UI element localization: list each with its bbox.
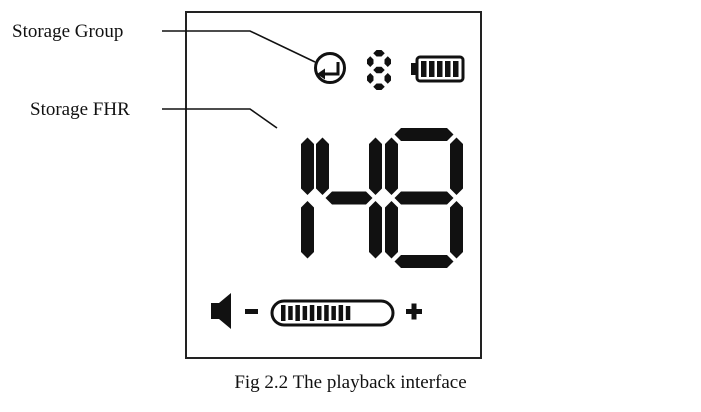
seven-segment-digit xyxy=(367,50,391,90)
segment-c xyxy=(369,201,382,259)
storage-group-leader xyxy=(162,30,316,63)
volume-bar xyxy=(288,306,293,320)
figure-caption: Fig 2.2 The playback interface xyxy=(234,372,467,393)
segment-a xyxy=(373,50,385,57)
seven-segment-digit xyxy=(316,137,382,259)
speaker-icon xyxy=(211,293,231,329)
segment-f xyxy=(316,137,329,195)
volume-bar xyxy=(302,306,308,320)
segment-d xyxy=(394,255,454,268)
segment-a xyxy=(394,128,454,141)
battery-bar xyxy=(453,61,459,77)
battery-bar xyxy=(437,61,443,77)
segment-b xyxy=(369,137,382,195)
volume-slider xyxy=(270,299,395,327)
volume-bar xyxy=(295,305,300,321)
segment-g xyxy=(325,191,373,205)
segment-b xyxy=(450,137,463,195)
segment-f xyxy=(385,137,398,195)
segment-c xyxy=(384,73,391,84)
segment-d xyxy=(373,83,385,90)
lcd-frame xyxy=(185,11,482,359)
segment-e xyxy=(385,201,398,259)
segment-c xyxy=(301,201,314,259)
storage-group-digit xyxy=(367,50,391,90)
storage-fhr-value xyxy=(301,128,463,268)
return-icon xyxy=(314,52,346,84)
volume-bar xyxy=(309,305,315,321)
battery-bar xyxy=(445,61,451,77)
seven-segment-digit xyxy=(385,128,463,268)
volume-bar xyxy=(281,305,286,321)
volume-bar xyxy=(331,306,336,320)
segment-g xyxy=(394,191,454,205)
seven-segment-digit xyxy=(301,137,314,259)
segment-g xyxy=(373,66,385,74)
segment-b xyxy=(384,56,391,67)
battery-bar xyxy=(429,61,435,77)
segment-c xyxy=(450,201,463,259)
storage-fhr-leader xyxy=(162,108,278,129)
segment-e xyxy=(367,73,374,84)
plus-icon xyxy=(406,303,422,320)
battery-icon xyxy=(411,55,465,83)
storage-group-label: Storage Group xyxy=(12,21,124,42)
minus-icon xyxy=(245,309,258,314)
volume-bar xyxy=(324,305,329,321)
volume-bar xyxy=(345,306,351,320)
battery-bar xyxy=(421,61,427,77)
segment-b xyxy=(301,137,314,195)
volume-bar xyxy=(317,306,322,320)
storage-fhr-label: Storage FHR xyxy=(30,99,130,120)
volume-bar xyxy=(338,305,344,321)
segment-f xyxy=(367,56,374,67)
